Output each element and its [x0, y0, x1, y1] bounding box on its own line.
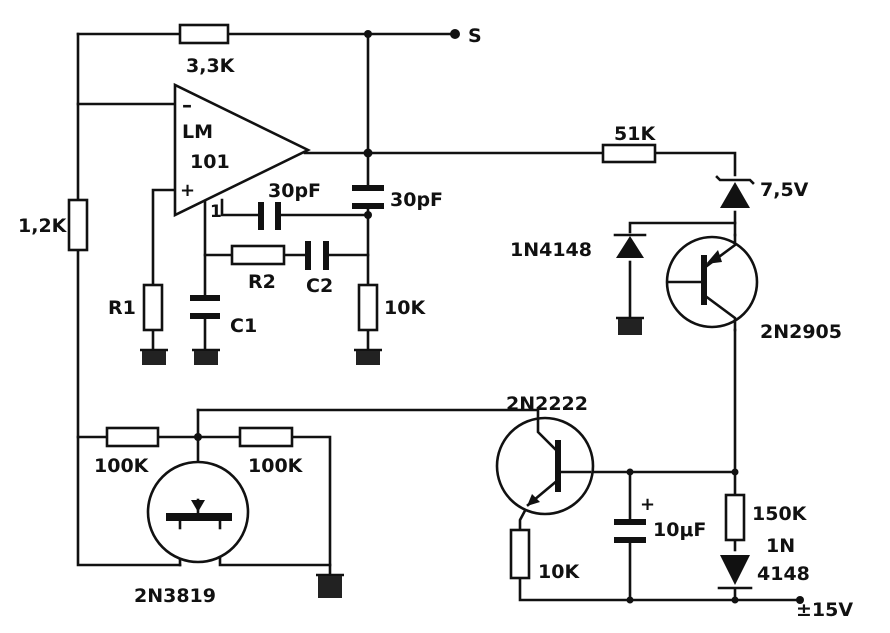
label-r-feedback: 3,3K [186, 55, 236, 77]
resistor-1k2 [67, 198, 89, 252]
label-r-10k-top: 10K [384, 297, 426, 319]
resistor-10k-top [357, 283, 379, 332]
label-supply: ±15V [796, 599, 853, 621]
label-opamp-name-2: 101 [190, 151, 230, 173]
label-cap-plus: + [640, 494, 655, 515]
label-npn: 2N2222 [506, 393, 588, 415]
label-output: S [468, 25, 482, 47]
capacitor-c1 [190, 295, 220, 319]
diode-1n4148-upper [613, 233, 647, 258]
label-r-100k-left: 100K [94, 455, 150, 477]
ground-10k-top [354, 348, 382, 365]
junction-dots [194, 29, 804, 604]
capacitor-30pf-out [352, 185, 384, 209]
ground-r1 [140, 348, 168, 365]
label-c2: C2 [306, 275, 333, 297]
ground-diode [616, 316, 644, 335]
ground-jfet [316, 573, 344, 598]
capacitor-30pf-comp [258, 202, 281, 230]
label-jfet: 2N3819 [134, 585, 216, 607]
label-pnp: 2N2905 [760, 321, 842, 343]
resistor-10k-bottom [509, 528, 531, 580]
resistor-150k [724, 493, 746, 542]
label-opamp-minus: – [182, 93, 192, 117]
transistor-pnp-2n2905 [665, 233, 759, 332]
label-zener: 7,5V [760, 179, 809, 201]
wires [76, 32, 802, 602]
label-pin1: 1 [210, 202, 222, 222]
label-diode2-1: 1N [766, 535, 795, 557]
label-diode2-2: 4148 [757, 563, 810, 585]
label-r-100k-right: 100K [248, 455, 304, 477]
transistor-npn-2n2222 [495, 416, 595, 516]
label-c1: C1 [230, 315, 257, 337]
resistor-r1 [142, 283, 164, 332]
label-r-51k: 51K [614, 123, 656, 145]
label-opamp-name-1: LM [182, 121, 213, 143]
ground-c1 [192, 348, 220, 365]
label-r-10k-bottom: 10K [538, 561, 580, 583]
diode-1n4148-lower [717, 555, 753, 590]
opamp-lm101 [173, 82, 311, 218]
resistor-3k3 [178, 23, 230, 45]
labels: S 3,3K 1,2K – LM 101 + 1 30pF 30pF 51K 7… [18, 25, 853, 621]
resistor-100k-left [105, 426, 160, 448]
label-opamp-plus: + [180, 180, 195, 201]
capacitor-10uf [614, 519, 646, 543]
label-c-comp1: 30pF [268, 180, 321, 202]
supply-terminal [796, 596, 804, 604]
label-c-10uf: 10μF [653, 519, 706, 541]
transistor-jfet-2n3819 [146, 460, 250, 564]
zener-diode-7v5 [715, 175, 755, 208]
label-r1: R1 [108, 297, 136, 319]
label-r-left: 1,2K [18, 215, 68, 237]
resistor-r2 [230, 244, 286, 266]
resistor-51k [601, 143, 657, 164]
label-r2: R2 [248, 271, 276, 293]
label-c-out: 30pF [390, 189, 443, 211]
label-diode-1n4148: 1N4148 [510, 239, 592, 261]
resistor-100k-right [238, 426, 294, 448]
output-terminal [450, 29, 460, 39]
label-r-150k: 150K [752, 503, 808, 525]
capacitor-c2 [305, 241, 329, 270]
